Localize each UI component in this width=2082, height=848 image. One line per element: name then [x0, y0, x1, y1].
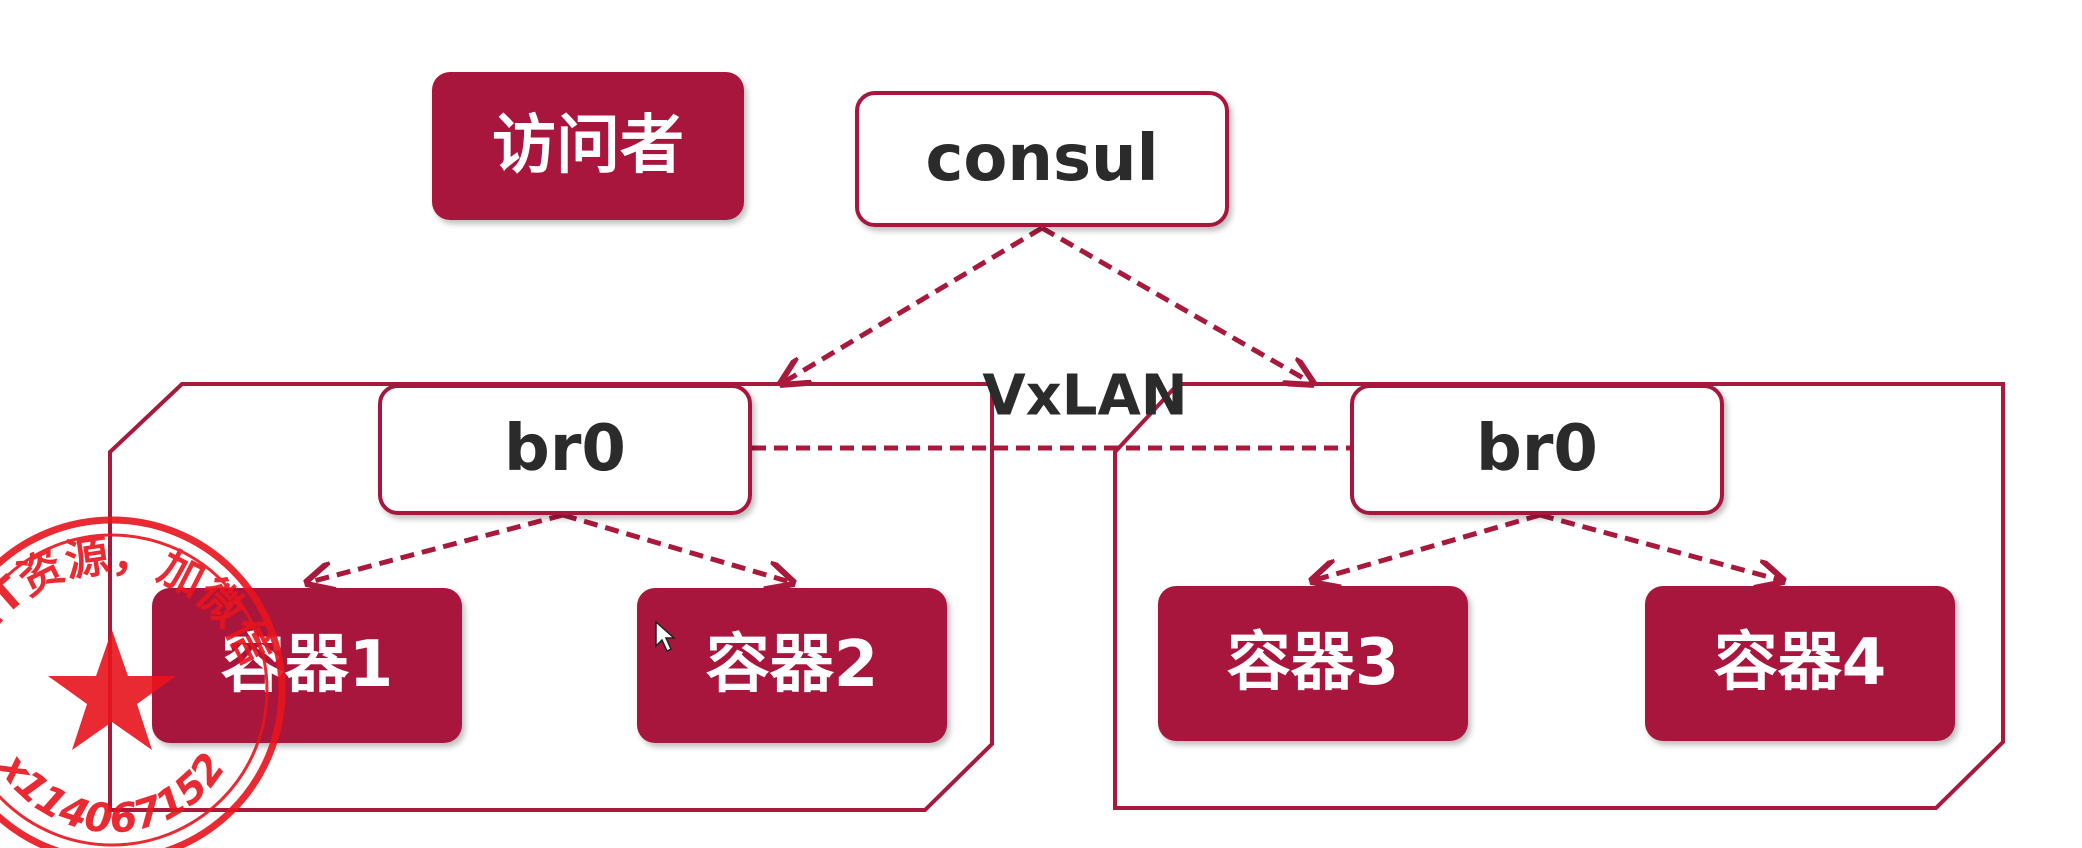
container-3-node: [1158, 586, 1468, 741]
connectors: [310, 225, 1780, 582]
br0-right-to-container-3-link: [1315, 512, 1541, 580]
br0-left-label: br0: [504, 412, 626, 486]
container-4-node: [1645, 586, 1955, 741]
svg-text:多IT资源，加微信: 多IT资源，加微信: [0, 530, 282, 673]
svg-text:x114067152: x114067152: [0, 744, 235, 843]
br0-left-to-container-2-link: [562, 512, 790, 582]
consul-to-br0-left-link: [784, 225, 1044, 382]
mouse-cursor-icon: [655, 620, 676, 653]
stamp-text: 多IT资源，加微信: [0, 530, 282, 673]
visitor-node: [432, 72, 744, 220]
host-left-outline: [108, 382, 994, 812]
star-icon: [48, 630, 176, 750]
stamp-id: x114067152: [0, 744, 235, 843]
br0-right-to-container-4-link: [1539, 512, 1780, 580]
br0-right-node: [1350, 384, 1724, 515]
container-2-label: 容器2: [706, 628, 879, 702]
container-3-label: 容器3: [1227, 626, 1400, 700]
br0-left-node: [378, 384, 752, 515]
container-1-label: 容器1: [221, 628, 394, 702]
vxlan-label: VxLAN: [982, 364, 1187, 429]
container-4-label: 容器4: [1714, 626, 1887, 700]
consul-label: consul: [925, 122, 1158, 196]
host-right-outline: [1113, 382, 2005, 810]
container-2-node: [637, 588, 947, 743]
container-1-node: [152, 588, 462, 743]
br0-left-to-container-1-link: [310, 512, 564, 582]
br0-right-label: br0: [1476, 412, 1598, 486]
consul-node: [855, 91, 1229, 227]
consul-to-br0-right-link: [1040, 225, 1310, 382]
visitor-label: 访问者: [492, 109, 684, 183]
